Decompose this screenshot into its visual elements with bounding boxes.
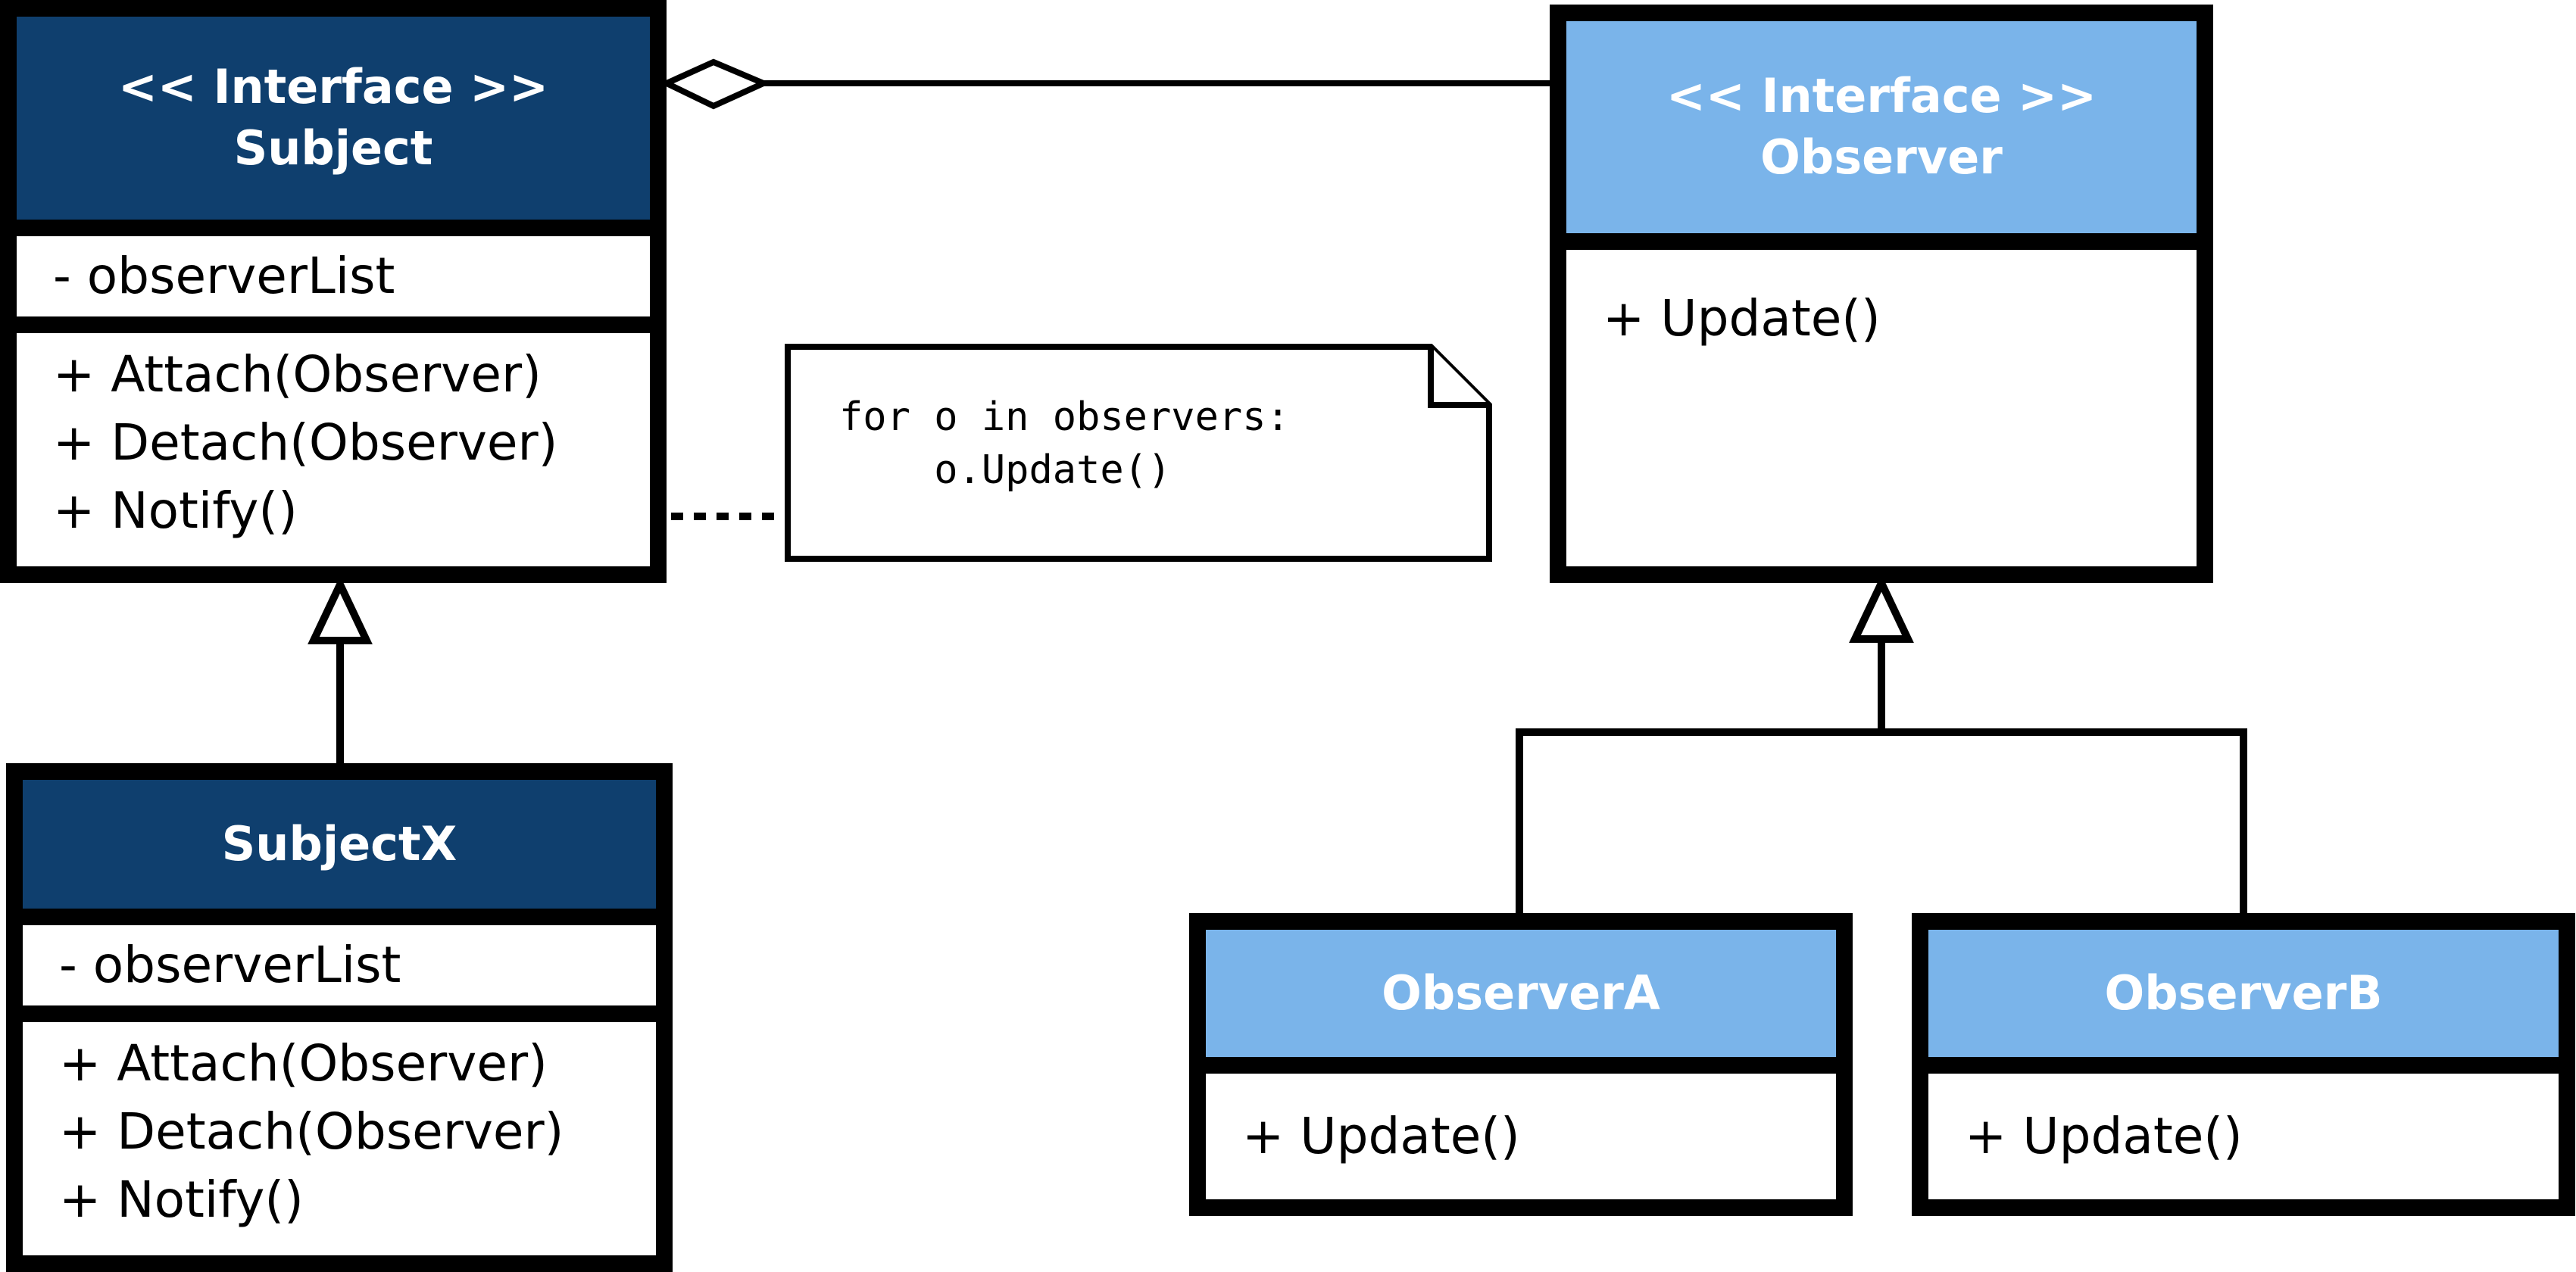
- note-outline: [785, 344, 1492, 562]
- observer-interface-box: << Interface >> Observer + Update(): [1550, 5, 2213, 583]
- subject-method-notify: + Notify(): [53, 482, 298, 540]
- subjectx-name: SubjectX: [221, 815, 457, 871]
- aggregation-diamond: [659, 58, 771, 110]
- observer-b-header: ObserverB: [1928, 930, 2559, 1057]
- note-line-2: o.Update(): [839, 447, 1172, 493]
- observer-b-methods: + Update(): [1928, 1074, 2559, 1199]
- subject-methods: + Attach(Observer) + Detach(Observer) + …: [17, 333, 650, 566]
- observer-inheritance-branch: [1516, 728, 2247, 913]
- observer-header: << Interface >> Observer: [1566, 21, 2197, 233]
- note-fold-corner: [1428, 347, 1489, 408]
- subjectx-method-notify: + Notify(): [59, 1171, 304, 1229]
- observer-b-name: ObserverB: [2104, 965, 2383, 1021]
- observer-stereotype: << Interface >>: [1666, 68, 2097, 124]
- notify-note: for o in observers: o.Update(): [785, 344, 1492, 562]
- observer-b-class-box: ObserverB + Update(): [1912, 913, 2575, 1216]
- observer-b-method-update: + Update(): [1965, 1107, 2243, 1165]
- observer-inheritance-arrow: [1849, 574, 1914, 643]
- observer-a-class-box: ObserverA + Update(): [1189, 913, 1853, 1216]
- note-text: for o in observers: o.Update(): [839, 391, 1290, 497]
- subject-inheritance-arrow: [308, 575, 373, 644]
- subjectx-attributes: - observerList: [23, 925, 656, 1005]
- subject-header: << Interface >> Subject: [17, 17, 650, 220]
- subjectx-class-box: SubjectX - observerList + Attach(Observe…: [6, 763, 673, 1272]
- observer-a-method-update: + Update(): [1242, 1107, 1520, 1165]
- subjectx-header: SubjectX: [23, 780, 656, 909]
- subject-method-detach: + Detach(Observer): [53, 413, 558, 472]
- subjectx-attribute: - observerList: [59, 936, 401, 994]
- subject-name: Subject: [233, 120, 433, 176]
- subject-interface-box: << Interface >> Subject - observerList +…: [0, 0, 667, 583]
- subjectx-methods: + Attach(Observer) + Detach(Observer) + …: [23, 1022, 656, 1255]
- subject-method-attach: + Attach(Observer): [53, 345, 542, 404]
- observer-a-methods: + Update(): [1206, 1074, 1836, 1199]
- subject-attribute: - observerList: [53, 247, 395, 305]
- observer-method-update: + Update(): [1603, 289, 1881, 348]
- observer-methods: + Update(): [1566, 250, 2197, 566]
- observer-a-header: ObserverA: [1206, 930, 1836, 1057]
- subjectx-method-detach: + Detach(Observer): [59, 1102, 564, 1161]
- observer-a-name: ObserverA: [1382, 965, 1660, 1021]
- observer-name: Observer: [1760, 129, 2003, 185]
- subject-attributes: - observerList: [17, 236, 650, 316]
- subject-stereotype: << Interface >>: [117, 59, 549, 115]
- note-shape: [785, 344, 1492, 562]
- subjectx-method-attach: + Attach(Observer): [59, 1034, 548, 1093]
- note-line-1: for o in observers:: [839, 394, 1290, 440]
